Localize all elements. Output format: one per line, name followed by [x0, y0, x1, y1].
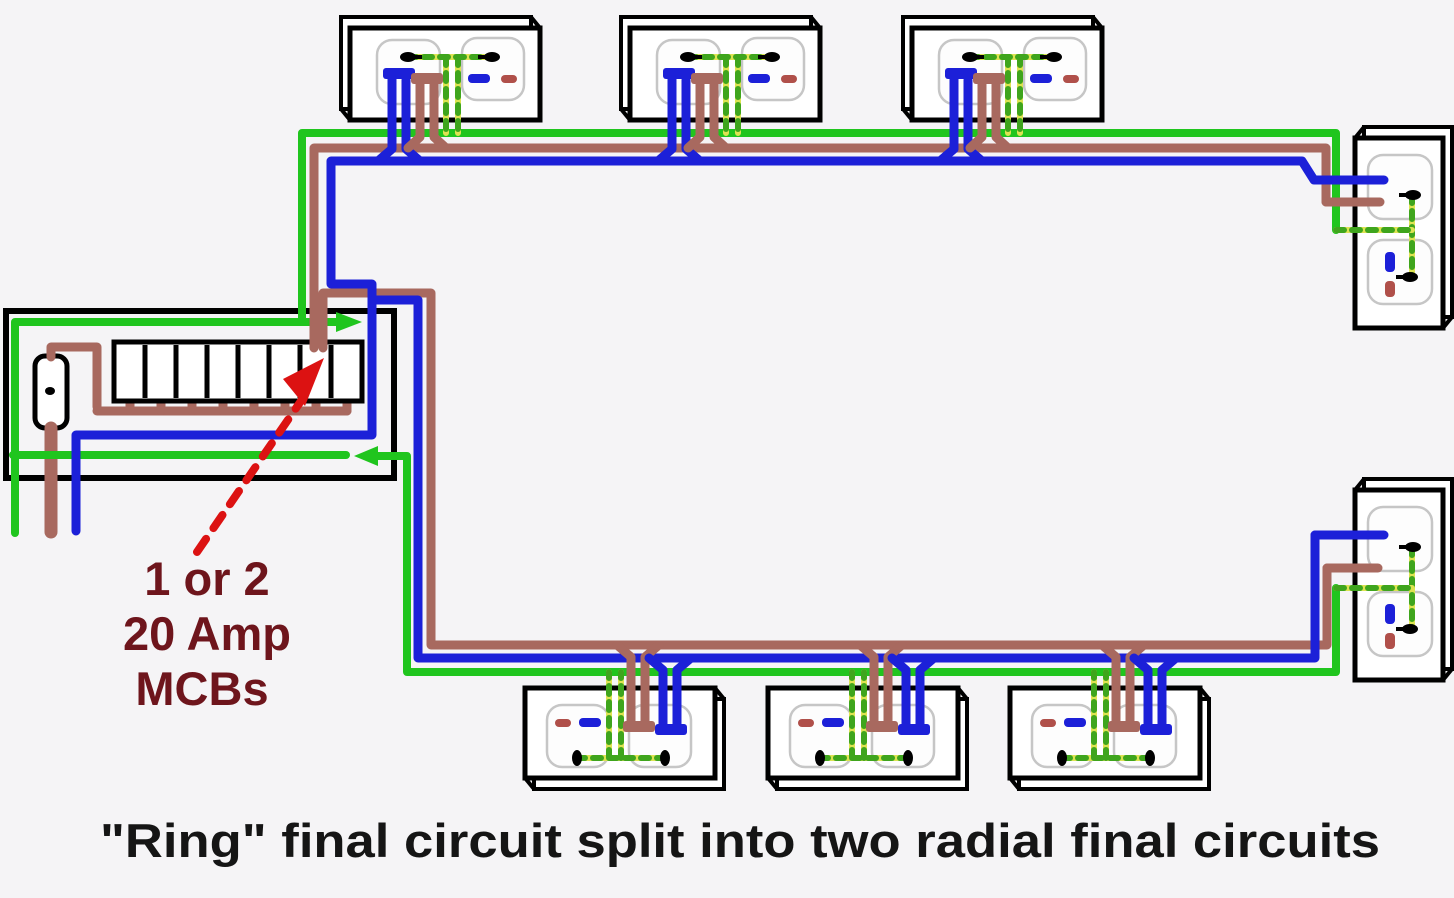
neutral-wire-top-radial: [71, 156, 1345, 536]
earth-bars: [9, 312, 378, 537]
mcb-annotation-line-3: MCBs: [135, 662, 268, 715]
mcb-bank: [111, 339, 365, 404]
neutral-wire-bottom-radial: [369, 295, 1320, 663]
pointer-dashed-line: [193, 394, 307, 556]
mcb-pointer: [193, 358, 324, 556]
main-switch-dot: [45, 387, 55, 395]
diagram-caption: "Ring" final circuit split into two radi…: [100, 814, 1380, 867]
live-wire-top-radial: [309, 143, 1331, 353]
live-busbar: [44, 342, 352, 539]
live-wire-bottom-radial: [318, 288, 1332, 650]
socket-right-2: [1355, 479, 1452, 680]
earth-lug-bottom: [354, 446, 378, 466]
right-socket-entries: [1310, 175, 1415, 591]
consumer-unit-case: [3, 308, 397, 481]
earth-lug-top: [336, 312, 362, 332]
pointer-arrowhead-icon: [283, 358, 324, 406]
consumer-unit: [3, 308, 397, 539]
mcb-annotation-line-2: 20 Amp: [123, 607, 291, 660]
earth-wire-bottom-radial: [372, 452, 1340, 676]
mcb-annotation-line-1: 1 or 2: [144, 552, 269, 605]
